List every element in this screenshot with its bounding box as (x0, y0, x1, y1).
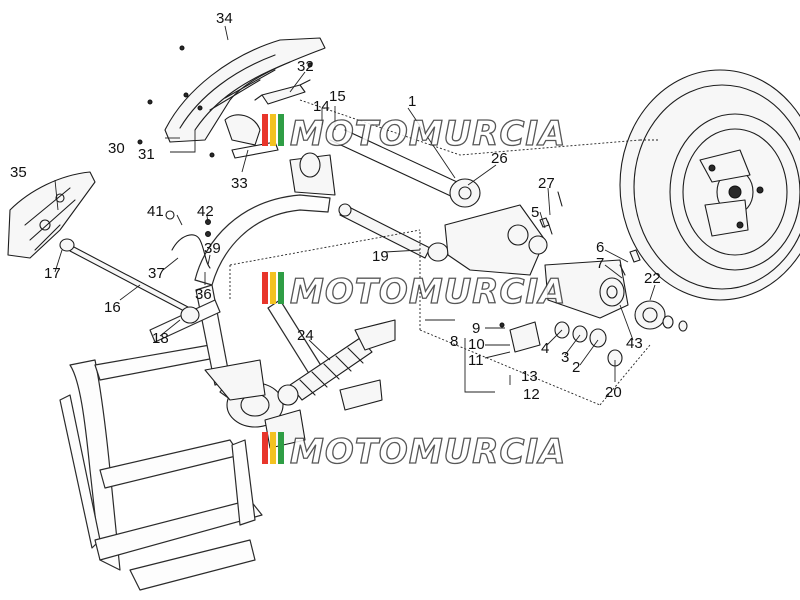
callout-14: 14 (313, 98, 330, 115)
callout-7: 7 (596, 255, 604, 272)
shock-absorber-24 (277, 319, 396, 411)
callout-39: 39 (204, 240, 221, 257)
callout-12: 12 (523, 386, 540, 403)
rear-wheel (619, 69, 800, 301)
cover-35 (7, 171, 96, 259)
callout-36: 36 (195, 286, 212, 303)
callout-2: 2 (572, 359, 580, 376)
watermark-stripe-green (278, 114, 284, 146)
callout-10: 10 (468, 336, 485, 353)
chassis-frame (59, 194, 331, 591)
watermark-text: MOTOMURCIA (290, 114, 566, 154)
callout-4: 4 (541, 340, 549, 357)
rod-1 (329, 129, 471, 199)
callout-18: 18 (152, 330, 169, 347)
callout-35: 35 (10, 164, 27, 181)
watermark-stripe-red (262, 114, 268, 146)
callout-20: 20 (605, 384, 622, 401)
watermark-1: MOTOMURCIA (262, 113, 566, 155)
bracket-9-10-11 (499, 321, 541, 353)
callout-33: 33 (231, 175, 248, 192)
watermark-stripe-red (262, 432, 268, 464)
leader-lines (54, 25, 656, 393)
watermark-text: MOTOMURCIA (290, 432, 566, 472)
callout-13: 13 (521, 368, 538, 385)
callout-15: 15 (329, 88, 346, 105)
swingarm-26 (444, 178, 548, 276)
arm-43 (544, 259, 629, 319)
mount-33 (224, 114, 336, 196)
bolts (539, 191, 641, 276)
callout-43: 43 (626, 335, 643, 352)
watermark-stripe-red (262, 272, 268, 304)
watermark-3: MOTOMURCIA (262, 431, 566, 473)
callout-9: 9 (472, 320, 480, 337)
callout-22: 22 (644, 270, 661, 287)
watermark-stripe-yellow (270, 272, 276, 304)
washer-stack (554, 321, 623, 367)
callout-1: 1 (408, 93, 416, 110)
callout-26: 26 (491, 150, 508, 167)
callout-42: 42 (197, 203, 214, 220)
callout-labels: 1 2 3 4 5 6 7 8 9 10 11 12 13 14 15 16 1… (10, 10, 661, 403)
watermark-stripe-green (278, 432, 284, 464)
bracket-32 (254, 79, 311, 105)
callout-11: 11 (468, 352, 484, 369)
watermark-stripe-yellow (270, 114, 276, 146)
callout-31: 31 (138, 146, 155, 163)
callout-16: 16 (104, 299, 121, 316)
callout-34: 34 (216, 10, 233, 27)
callout-6: 6 (596, 239, 604, 256)
callout-41: 41 (147, 203, 164, 220)
watermark-2: MOTOMURCIA (262, 271, 566, 313)
watermark-text: MOTOMURCIA (290, 272, 566, 312)
axle-16 (59, 238, 200, 324)
callout-27: 27 (538, 175, 555, 192)
callout-3: 3 (561, 349, 569, 366)
rear-fender (137, 37, 326, 158)
callout-19: 19 (372, 248, 389, 265)
shaft-19 (338, 203, 449, 262)
bearing-22 (634, 300, 688, 332)
callout-17: 17 (44, 265, 61, 282)
watermark-stripe-yellow (270, 432, 276, 464)
callout-8: 8 (450, 333, 458, 350)
watermark-stripe-green (278, 272, 284, 304)
callout-5: 5 (531, 204, 539, 221)
callout-24: 24 (297, 327, 314, 344)
callout-30: 30 (108, 140, 125, 157)
guide-lines (229, 99, 660, 406)
callout-32: 32 (297, 58, 314, 75)
callout-37: 37 (148, 265, 165, 282)
